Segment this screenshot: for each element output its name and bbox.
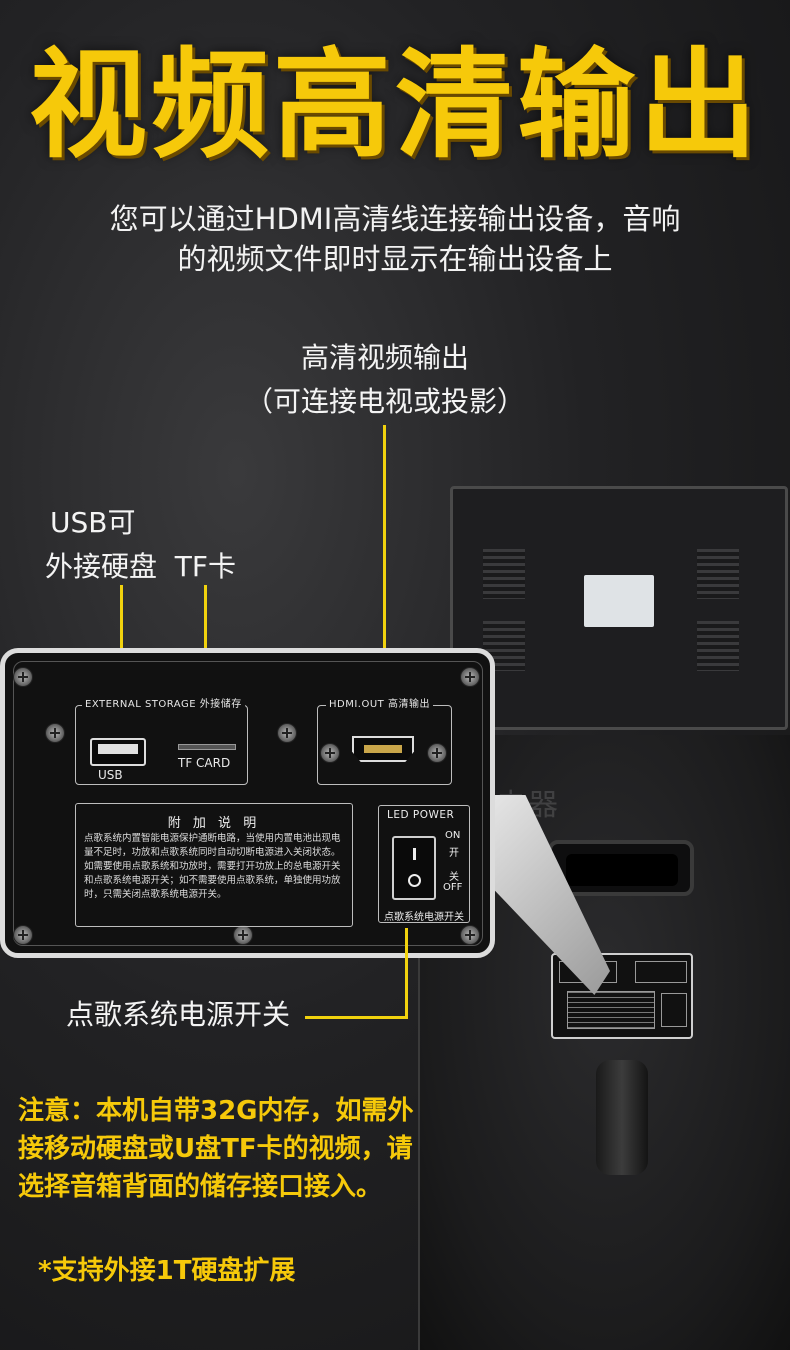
thumbnail-notes-box [567,991,655,1029]
thumbnail-hdmi-box [635,961,687,983]
off-mark-icon [408,874,421,887]
page-title: 视频高清输出 [28,36,761,174]
screw-icon [320,743,340,763]
notes-title: 附 加 说 明 [167,816,261,831]
storage-note: 注意：本机自带32G内存，如需外接移动硬盘或U盘TF卡的视频，请选择音箱背面的储… [18,1096,414,1202]
additional-notes-box: 附 加 说 明 点歌系统内置智能电源保护通断电路，当使用内置电池出现电量不足时，… [75,803,353,927]
external-storage-box: EXTERNAL STORAGE 外接储存 USB TF CARD [75,699,248,785]
power-leader-horizontal [305,1016,408,1019]
hdmi-port-pins [364,745,402,753]
subtitle-line-1: 您可以通过HDMI高清线连接输出设备，音响 [109,202,681,236]
tf-card-slot[interactable] [178,744,236,750]
subtitle-line-2: 的视频文件即时显示在输出设备上 [177,242,613,276]
notes-text: 点歌系统内置智能电源保护通断电路，当使用内置电池出现电量不足时，功放和点歌系统同… [84,833,341,900]
spec-label-sticker [584,575,654,627]
screw-icon [13,667,33,687]
screw-icon [233,925,253,945]
trolley-pole [596,1060,648,1175]
switch-title: LED POWER [387,809,455,821]
speaker-handle-recess [566,854,678,886]
usb-port-contact [98,744,138,754]
vent-grille [697,621,739,671]
hdmi-leader-line [383,425,386,747]
screw-icon [277,723,297,743]
power-callout: 点歌系统电源开关 [66,998,291,1031]
tf-card-label: TF CARD [178,756,231,770]
storage-note-star: *支持外接1T硬盘扩展 [38,1256,296,1286]
hdmi-callout-title: 高清视频输出 [300,341,469,374]
usb-callout-title: USB可 [50,506,136,539]
on-mark-icon [413,848,416,860]
usb-label: USB [98,768,123,782]
led-power-switch-box: LED POWER ON 开 关 OFF 点歌系统电源开关 [378,805,470,923]
vent-grille [483,549,525,599]
usb-port[interactable] [90,738,146,766]
switch-off-cn-label: 关 [449,872,459,883]
switch-on-label: ON [445,830,461,841]
external-storage-title: EXTERNAL STORAGE 外接储存 [82,699,245,711]
thumbnail-switch-box [661,993,687,1027]
screw-icon [460,667,480,687]
hdmi-port[interactable] [352,736,414,762]
power-leader-vertical [405,928,408,1018]
switch-off-label: OFF [443,882,463,893]
screw-icon [13,925,33,945]
switch-on-cn-label: 开 [449,848,459,859]
hdmi-output-box: HDMI.OUT 高清输出 [317,699,452,785]
vent-grille [697,549,739,599]
screw-icon [427,743,447,763]
panel-inner-border [13,661,483,946]
switch-caption: 点歌系统电源开关 [384,912,464,923]
usb-callout-subtitle: 外接硬盘 TF卡 [45,550,237,583]
power-rocker-switch[interactable] [392,836,436,900]
rear-panel-closeup: EXTERNAL STORAGE 外接储存 USB TF CARD HDMI.O… [0,648,495,958]
screw-icon [45,723,65,743]
hdmi-output-title: HDMI.OUT 高清输出 [326,699,433,711]
screw-icon [460,925,480,945]
hdmi-callout-subtitle: （可连接电视或投影） [244,385,525,418]
